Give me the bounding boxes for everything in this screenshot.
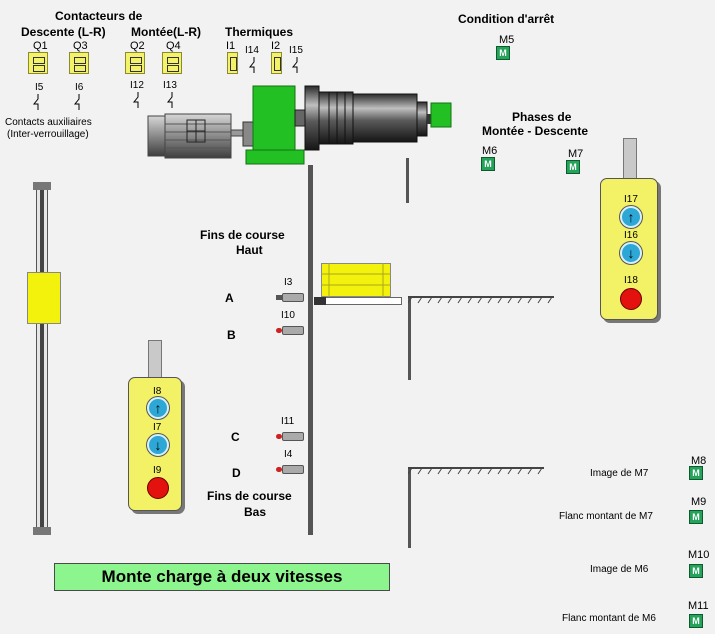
level-track-bottom [33,527,51,535]
shaft-right-rail-bottom [408,468,411,548]
crate-planks [321,263,391,297]
sensor-i4-tip [276,467,282,472]
pendant-right-up-label: I17 [624,194,638,205]
sensor-i10-label: I10 [281,310,295,321]
motor-winch-assembly [147,85,452,165]
level-track-rod [40,190,44,527]
contactor-q2-icon[interactable] [125,52,145,74]
shaft-left-rail [308,165,313,535]
m9-icon[interactable]: M [689,510,703,524]
sensor-i3-label: I3 [284,277,293,288]
thermal-i1-label: I1 [226,40,236,52]
lift-platform [314,297,402,305]
level-indicator-cabin [27,272,61,324]
contactor-q4-label: Q4 [166,40,181,52]
thermal-i1-icon[interactable] [227,52,238,74]
pendant-right-up-button[interactable]: ↑ [620,206,642,228]
sensor-a-label: A [225,291,234,305]
contactor-q2-label: Q2 [130,40,145,52]
montee-title: Montée(L-R) [131,25,201,39]
contactor-q1-label: Q1 [33,40,48,52]
platform-guide [314,297,326,305]
m11-label: M11 [688,600,709,612]
aux-i12-label: I12 [130,80,144,91]
contacts-aux-label: Contacts auxiliaires [5,117,92,128]
fins-bas-line2: Bas [244,505,267,519]
contactors-title: Contacteurs de [55,9,143,23]
pendant-left-cable [148,340,162,380]
sensor-i3-tip [276,295,282,300]
contactor-q1-icon[interactable] [28,52,48,74]
flanc-m7-label: Flanc montant de M7 [559,511,653,522]
m6-icon[interactable]: M [481,157,495,171]
sensor-i11[interactable] [282,432,304,441]
cargo-crate [321,263,391,297]
sensor-d-label: D [232,466,241,480]
aux-i6-label: I6 [75,82,84,93]
m7-icon[interactable]: M [566,160,580,174]
condition-arret-title: Condition d'arrêt [458,12,555,26]
sensor-i4-label: I4 [284,449,293,460]
phases-title-line2: Montée - Descente [482,124,589,138]
m10-label: M10 [688,549,710,561]
sensor-i10-tip [276,328,282,333]
image-m7-label: Image de M7 [590,468,649,479]
sensor-i3[interactable] [282,293,304,302]
thermal-i15-label: I15 [289,45,303,56]
contactor-q4-icon[interactable] [162,52,182,74]
sensor-i4[interactable] [282,465,304,474]
sensor-c-label: C [231,430,240,444]
pendant-left-down-button[interactable]: ↓ [147,434,169,456]
fins-haut-line2: Haut [236,243,263,257]
shaft-right-rail-top [408,296,411,380]
thermal-i2-label: I2 [271,40,281,52]
phases-title-line1: Phases de [512,110,572,124]
pendant-right-down-label: I16 [624,230,638,241]
m9-label: M9 [691,496,707,508]
m8-icon[interactable]: M [689,466,703,480]
title-caption: Monte charge à deux vitesses [54,563,390,591]
m5-label: M5 [499,34,515,46]
m7-label: M7 [568,148,584,160]
pendant-right-stop-button[interactable] [620,288,642,310]
aux-i5-label: I5 [35,82,44,93]
lower-floor [408,467,544,475]
fins-haut-line1: Fins de course [200,228,285,242]
image-m6-label: Image de M6 [590,564,649,575]
fins-bas-line1: Fins de course [207,489,292,503]
flanc-m6-label: Flanc montant de M6 [562,613,656,624]
thermal-contact-symbols [248,57,298,73]
pendant-right-down-button[interactable]: ↓ [620,242,642,264]
interlock-label: (Inter-verrouillage) [7,129,89,140]
thermiques-title: Thermiques [225,25,294,39]
m8-label: M8 [691,455,707,467]
sensor-i11-tip [276,434,282,439]
contactor-q3-icon[interactable] [69,52,89,74]
sensor-i10[interactable] [282,326,304,335]
sensor-i11-label: I11 [281,416,295,427]
pendant-left-down-label: I7 [153,422,162,433]
m10-icon[interactable]: M [689,564,703,578]
m6-label: M6 [482,145,498,157]
pendant-left-up-button[interactable]: ↑ [147,397,169,419]
m5-icon[interactable]: M [496,46,510,60]
cable [406,158,409,203]
pendant-right-cable [623,138,637,180]
level-track-top [33,182,51,190]
sensor-b-label: B [227,328,236,342]
thermal-i2-icon[interactable] [271,52,282,74]
upper-floor [408,296,554,304]
pendant-left-stop-button[interactable] [147,477,169,499]
thermal-i14-label: I14 [245,45,259,56]
pendant-left-up-label: I8 [153,386,162,397]
aux-i13-label: I13 [163,80,177,91]
pendant-left-stop-label: I9 [153,465,162,476]
pendant-right-stop-label: I18 [624,275,638,286]
aux-contact-symbols [32,92,173,110]
contactor-q3-label: Q3 [73,40,88,52]
descente-title: Descente (L-R) [21,25,106,39]
m11-icon[interactable]: M [689,614,703,628]
